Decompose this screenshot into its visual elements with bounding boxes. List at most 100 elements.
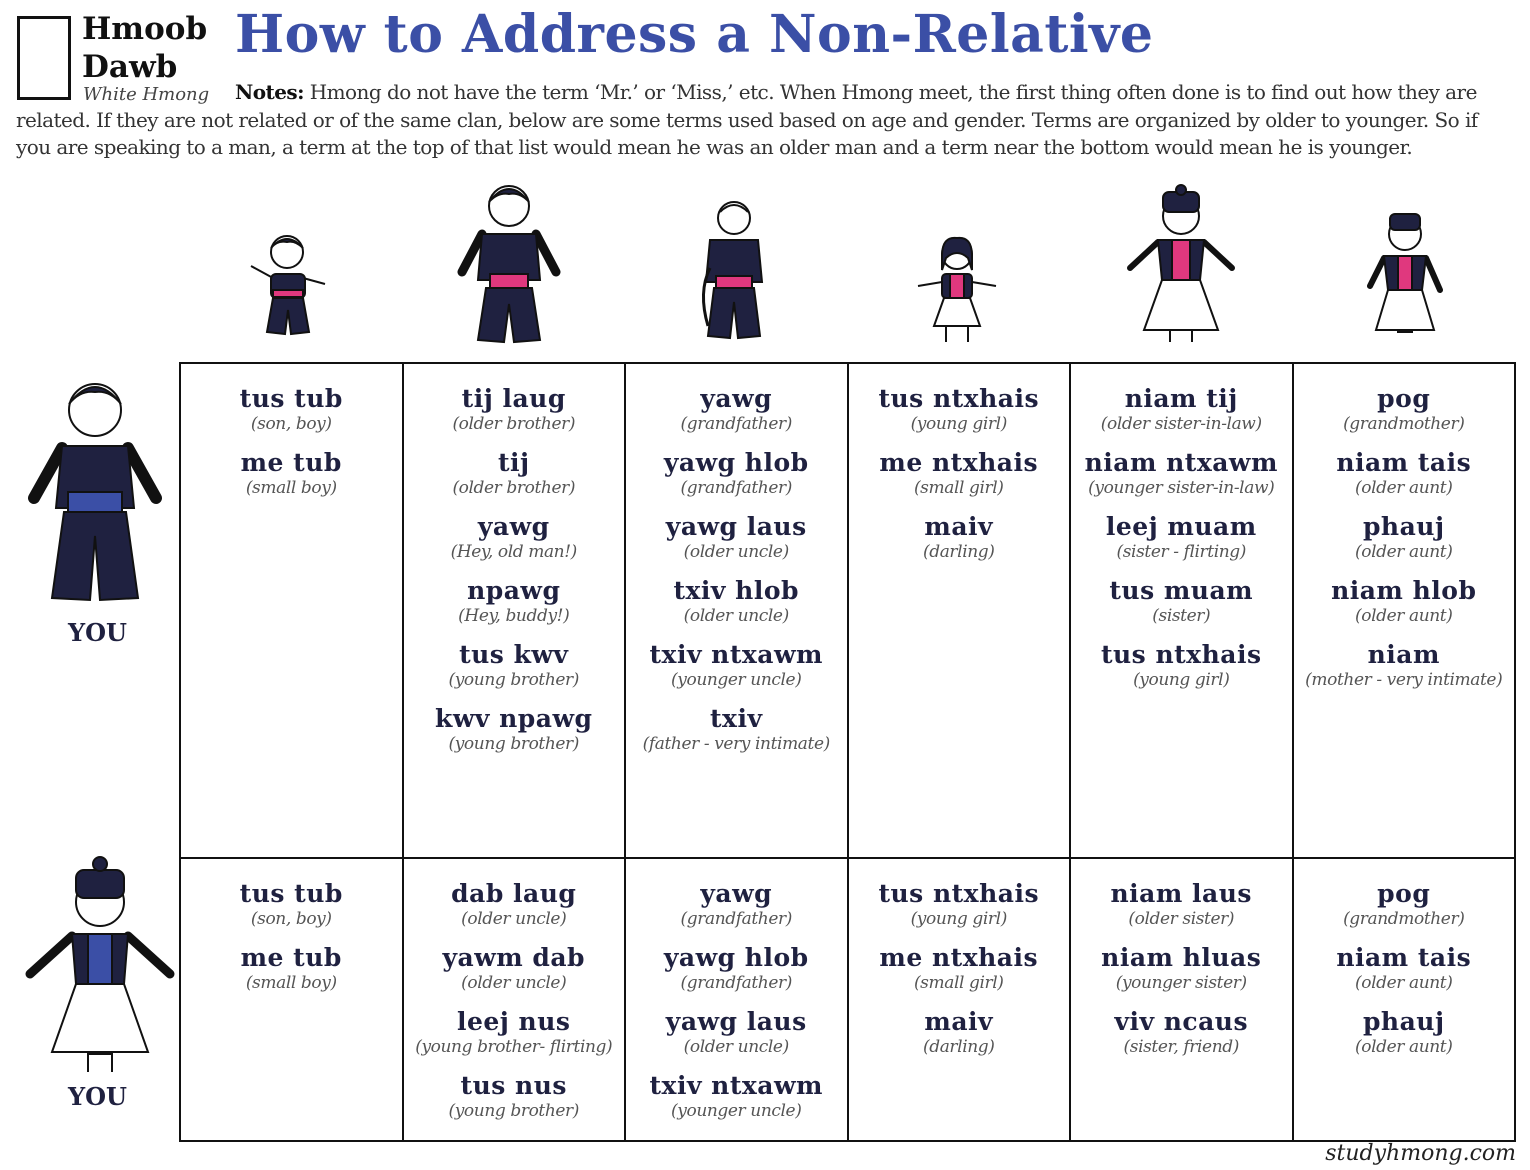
term: leej nus <box>457 1007 571 1037</box>
woman-speaker-figure-icon <box>25 856 175 1072</box>
term: txiv <box>710 704 763 733</box>
term-gloss: (sister - flirting) <box>1116 542 1246 562</box>
term-gloss: (older uncle) <box>461 909 567 930</box>
term-gloss: (young girl) <box>1133 670 1230 690</box>
term: tij laug <box>461 384 566 413</box>
notes-paragraph: Notes: Hmong do not have the term ‘Mr.’ … <box>16 79 1516 162</box>
term-gloss: (young brother) <box>448 734 580 754</box>
term-gloss: (older brother) <box>452 478 576 498</box>
term: niam ntxawm <box>1084 448 1278 477</box>
term-gloss: (grandfather) <box>680 973 793 994</box>
term-gloss: (younger sister-in-law) <box>1088 478 1275 498</box>
term: yawg hlob <box>663 943 809 973</box>
term-gloss: (older sister-in-law) <box>1100 414 1262 434</box>
term-gloss: (darling) <box>922 542 995 562</box>
term-gloss: (older uncle) <box>683 606 790 626</box>
term-gloss: (small boy) <box>245 478 337 498</box>
term-gloss: (small girl) <box>913 973 1004 994</box>
old-woman-figure-icon <box>1367 213 1443 333</box>
term-gloss: (young brother) <box>448 670 580 690</box>
term: niam tais <box>1336 943 1472 973</box>
term: txiv hlob <box>673 576 799 605</box>
term: niam hluas <box>1101 943 1262 973</box>
man-speaker-figure-icon <box>28 383 162 602</box>
term: tus ntxhais <box>1100 640 1262 669</box>
you-label-man: YOU <box>68 618 127 647</box>
term: yawm dab <box>442 943 586 973</box>
term-gloss: (grandfather) <box>680 909 793 930</box>
term-gloss: (young girl) <box>910 909 1008 930</box>
term: phauj <box>1362 1007 1445 1037</box>
page-title: How to Address a Non-Relative <box>235 4 1154 65</box>
term-gloss: (small girl) <box>913 478 1004 498</box>
term-gloss: (grandmother) <box>1343 909 1465 930</box>
term-gloss: (older uncle) <box>683 542 790 562</box>
young-boy-figure-icon <box>250 235 326 336</box>
term: yawg <box>700 879 773 909</box>
term-gloss: (grandfather) <box>680 478 793 498</box>
term-gloss: (mother - very intimate) <box>1305 670 1503 690</box>
term-gloss: (darling) <box>922 1037 995 1058</box>
term: yawg laus <box>665 512 807 541</box>
footer-site: studyhmong.com <box>1325 1141 1516 1166</box>
brand-subtitle: White Hmong <box>83 84 210 105</box>
term-gloss: (older brother) <box>452 414 576 434</box>
table-cell-man: dab laug(older uncle)yawm dab(older uncl… <box>401 857 626 1142</box>
old-man-figure-icon <box>702 201 764 340</box>
term-gloss: (sister) <box>1152 606 1211 626</box>
term-gloss: (older aunt) <box>1355 973 1453 994</box>
table-cell-young-boy: tus tub(son, boy)me tub(small boy) <box>179 361 404 860</box>
table-cell-old-woman: pog(grandmother)niam tais(older aunt)pha… <box>1291 361 1516 860</box>
term-gloss: (sister, friend) <box>1123 1037 1240 1058</box>
you-label-woman: YOU <box>68 1082 127 1111</box>
table-cell-old-man: yawg(grandfather)yawg hlob(grandfather)y… <box>624 857 849 1142</box>
table-cell-young-girl: tus ntxhais(young girl)me ntxhais(small … <box>846 361 1071 860</box>
young-girl-figure-icon <box>917 236 997 342</box>
table-cell-woman: niam tij(older sister-in-law)niam ntxawm… <box>1069 361 1294 860</box>
term-gloss: (Hey, buddy!) <box>458 606 570 626</box>
term-gloss: (older aunt) <box>1355 478 1453 498</box>
term: viv ncaus <box>1114 1007 1249 1037</box>
brand-name: Hmoob Dawb <box>82 10 207 86</box>
term: tus ntxhais <box>878 384 1040 413</box>
term-gloss: (older aunt) <box>1355 542 1453 562</box>
term: niam <box>1367 640 1440 669</box>
term-gloss: (Hey, old man!) <box>450 542 578 562</box>
brand-line-1: Hmoob <box>82 11 208 47</box>
term: dab laug <box>451 879 577 909</box>
table-cell-old-woman: pog(grandmother) niam tais(older aunt) pha… <box>1291 857 1516 1142</box>
term-gloss: (younger uncle) <box>671 670 802 690</box>
term: tus kwv <box>459 640 569 669</box>
term-gloss: (son, boy) <box>250 414 332 434</box>
address-terms-table: tus tub(son, boy)me tub(small boy)tij la… <box>179 361 1516 1142</box>
notes-label: Notes: <box>235 80 304 104</box>
term: tus ntxhais <box>878 879 1040 909</box>
table-cell-old-man: yawg(grandfather)yawg hlob(grandfather)y… <box>624 361 849 860</box>
term: me tub <box>240 943 342 973</box>
table-row: tus tub(son, boy)me tub(small boy)dab la… <box>179 857 1516 1142</box>
term: yawg <box>477 512 550 541</box>
term-gloss: (young brother) <box>448 1101 580 1122</box>
term-gloss: (father - very intimate) <box>642 734 831 754</box>
woman-figure-icon <box>1127 184 1235 342</box>
table-cell-young-girl: tus ntxhais(young girl) me ntxhais(small … <box>846 857 1071 1142</box>
term: yawg <box>700 384 773 413</box>
term: tus muam <box>1109 576 1254 605</box>
term-gloss: (grandmother) <box>1343 414 1465 434</box>
term: me tub <box>240 448 342 477</box>
term-gloss: (son, boy) <box>250 909 332 930</box>
term: niam hlob <box>1331 576 1477 605</box>
term-gloss: (young girl) <box>910 414 1008 434</box>
term: leej muam <box>1105 512 1257 541</box>
term: txiv ntxawm <box>649 640 823 669</box>
term: pog <box>1377 384 1431 413</box>
brand-line-2: Dawb <box>82 49 178 85</box>
term-gloss: (older uncle) <box>683 1037 790 1058</box>
logo-box <box>17 16 71 100</box>
term: pog <box>1377 879 1431 909</box>
term: tus tub <box>239 879 343 909</box>
term: yawg hlob <box>663 448 809 477</box>
term-gloss: (younger uncle) <box>671 1101 802 1122</box>
term-gloss: (grandfather) <box>680 414 793 434</box>
term: me ntxhais <box>879 943 1039 973</box>
